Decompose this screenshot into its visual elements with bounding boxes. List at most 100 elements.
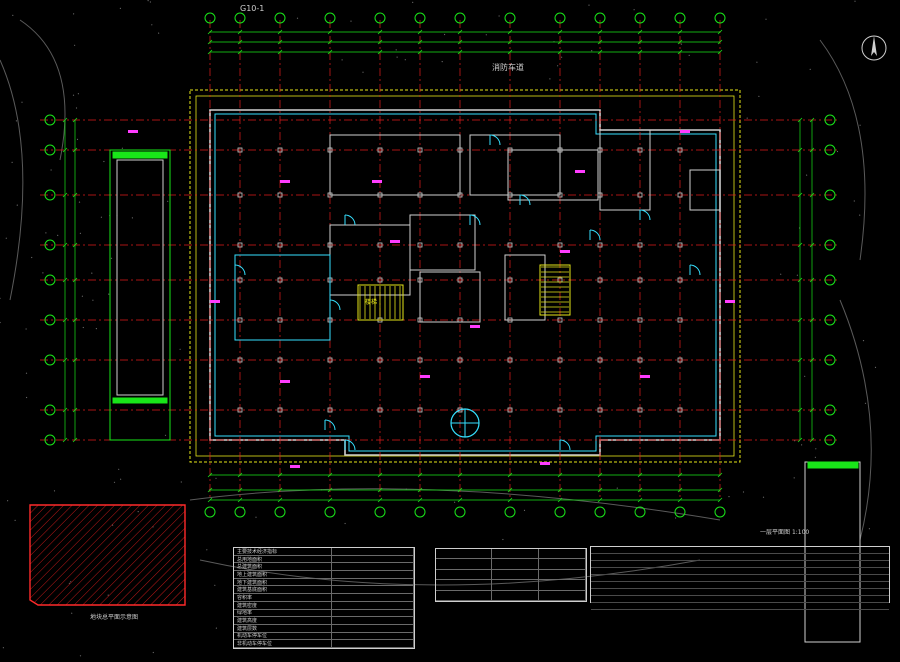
table-cell: 建筑层数: [234, 624, 332, 632]
dimension-tick: [809, 357, 815, 363]
column: [597, 357, 603, 363]
column: [277, 357, 283, 363]
vegetation-dot: [444, 33, 446, 36]
table-cell: 主要技术经济指标: [234, 548, 332, 555]
vegetation-dot: [72, 94, 75, 96]
dimension-tick: [377, 497, 383, 503]
door-swing: [234, 264, 246, 276]
dimension-tick: [327, 487, 333, 493]
dimension-tick: [809, 407, 815, 413]
vegetation-dot: [485, 34, 487, 36]
grid-bubble-top: [554, 12, 566, 24]
tech-index-rows: 主要技术经济指标总用地面积总建筑面积地上建筑面积地下建筑面积建筑基底面积容积率建…: [234, 548, 414, 648]
grid-bubble-top: [414, 12, 426, 24]
dimension-tick: [277, 49, 283, 55]
dimension-tick: [327, 49, 333, 55]
vegetation-dot: [11, 161, 13, 163]
grid-bubble-top: [504, 12, 516, 24]
dimension-tick: [237, 497, 243, 503]
grid-bubble-bottom: [634, 506, 646, 518]
grid-bubble-right: [824, 314, 836, 326]
dimension-tick: [207, 497, 213, 503]
column: [377, 357, 383, 363]
vegetation-dot: [21, 101, 23, 103]
structural-grid: [40, 12, 840, 518]
column: [677, 407, 683, 413]
dimension-tick: [557, 487, 563, 493]
vegetation-dot: [91, 272, 93, 274]
table-cell: 地下建筑面积: [234, 578, 332, 586]
compass[interactable]: [861, 35, 887, 61]
vegetation-dot: [108, 293, 110, 295]
room-elevator: [419, 271, 481, 323]
vegetation-dot: [103, 160, 105, 163]
table-cell: [492, 559, 539, 569]
vegetation-dot: [73, 13, 75, 15]
vegetation-dot: [561, 56, 563, 58]
grid-bubble-bottom: [414, 506, 426, 518]
vegetation-dot: [14, 519, 16, 522]
column: [277, 242, 283, 248]
table-cell: 容积率: [234, 594, 332, 601]
site-road-edge: [199, 559, 701, 586]
vegetation-dot: [804, 375, 806, 377]
table-row: [436, 590, 586, 601]
dimension-tick: [597, 487, 603, 493]
table-cell: 总建筑面积: [234, 563, 332, 571]
dimension-tick: [677, 29, 683, 35]
vegetation-dot: [728, 496, 730, 498]
grid-bubble-left: [44, 314, 56, 326]
grid-bubble-bottom: [504, 506, 516, 518]
room-elevator: [504, 254, 546, 321]
vegetation-dot: [152, 651, 154, 654]
note-line: [591, 596, 889, 604]
vegetation-dot: [7, 500, 9, 502]
annotation-tag: [280, 180, 290, 183]
column: [637, 407, 643, 413]
vegetation-dot: [742, 491, 745, 493]
dimension-tick: [457, 49, 463, 55]
dimension-tick: [72, 357, 78, 363]
site-vegetation-hatch: [0, 0, 877, 657]
grid-bubble-top: [674, 12, 686, 24]
dimension-tick: [557, 29, 563, 35]
dimension-tick: [507, 49, 513, 55]
vegetation-dot: [874, 366, 877, 368]
dimension-tick: [62, 437, 68, 443]
door-swing: [344, 214, 356, 226]
vegetation-dot: [523, 509, 526, 511]
table-row: 主要技术经济指标: [234, 548, 414, 556]
vegetation-dot: [82, 326, 84, 329]
grid-bubble-bottom: [234, 506, 246, 518]
dimension-tick: [717, 472, 723, 478]
grid-bubble-top: [374, 12, 386, 24]
vegetation-dot: [74, 44, 76, 46]
grid-bubble-top: [454, 12, 466, 24]
dimension-tick: [62, 317, 68, 323]
table-cell: [436, 580, 492, 590]
room-office: [469, 134, 561, 196]
table-row: 地上建筑面积: [234, 571, 414, 579]
table-cell: [332, 624, 414, 632]
vegetation-dot: [180, 481, 182, 483]
vegetation-dot: [151, 24, 153, 26]
vegetation-dot: [206, 549, 208, 551]
column: [237, 192, 243, 198]
note-line: [591, 568, 889, 576]
vegetation-dot: [758, 95, 760, 97]
door-swing: [329, 299, 341, 311]
dimension-tick: [72, 407, 78, 413]
vegetation-dot: [296, 17, 299, 19]
grid-bubble-top: [204, 12, 216, 24]
dimension-tick: [237, 29, 243, 35]
dimension-tick: [677, 49, 683, 55]
table-cell: [332, 632, 414, 640]
vegetation-dot: [79, 232, 81, 234]
vegetation-dot: [362, 71, 364, 73]
room-toilet: [409, 214, 476, 271]
section-scale: 1:100: [791, 529, 810, 536]
dimension-tick: [327, 472, 333, 478]
dimension-tick: [277, 472, 283, 478]
vegetation-dot: [149, 1, 151, 3]
